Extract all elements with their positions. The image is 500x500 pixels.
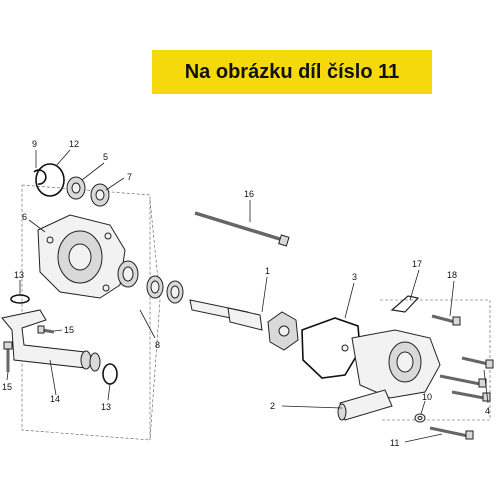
callout-9: 9: [32, 139, 37, 149]
part-11-bolt[interactable]: [429, 426, 474, 440]
part-12-oring[interactable]: [35, 163, 65, 197]
callout-6: 6: [22, 212, 27, 222]
title-banner: Na obrázku díl číslo 11: [152, 50, 432, 94]
part-8-seal-set[interactable]: [117, 260, 184, 304]
part-15-bolt-left[interactable]: [3, 341, 13, 372]
callout-15-right: 15: [64, 325, 74, 335]
part-13-oring-top[interactable]: [10, 294, 30, 304]
part-9-circlip[interactable]: [33, 169, 47, 185]
callout-13-bottom: 13: [101, 402, 111, 412]
callout-17: 17: [412, 259, 422, 269]
callout-18: 18: [447, 270, 457, 280]
part-18-bolt[interactable]: [431, 314, 461, 326]
group-outline-bearing: [149, 199, 161, 441]
callout-14: 14: [50, 394, 60, 404]
leader-lines: [6, 149, 489, 443]
callout-5: 5: [103, 152, 108, 162]
part-1-pump-shaft[interactable]: [189, 299, 263, 331]
part-2-pump-cover[interactable]: [337, 329, 441, 421]
callout-7: 7: [127, 172, 132, 182]
part-14-pipe[interactable]: [1, 309, 101, 372]
part-3-gasket[interactable]: [301, 317, 361, 379]
callout-1: 1: [265, 266, 270, 276]
part-6-pump-housing[interactable]: [37, 214, 126, 299]
part-7-bearing[interactable]: [90, 183, 110, 207]
callout-8: 8: [155, 340, 160, 350]
part-15-bolt-right[interactable]: [37, 325, 55, 334]
part-4-bolts[interactable]: [439, 356, 494, 402]
callout-13-top: 13: [14, 270, 24, 280]
part-5-bearing[interactable]: [66, 176, 86, 200]
callout-2: 2: [270, 401, 275, 411]
callout-3: 3: [352, 272, 357, 282]
part-16-long-bolt[interactable]: [194, 211, 290, 247]
callout-16: 16: [244, 189, 254, 199]
part-17-clip[interactable]: [390, 295, 420, 313]
callout-11: 11: [390, 438, 399, 448]
part-10-washer[interactable]: [414, 413, 426, 423]
callout-10: 10: [422, 392, 432, 402]
callout-12: 12: [69, 139, 79, 149]
impeller[interactable]: [267, 311, 299, 351]
part-13-oring-bottom[interactable]: [102, 363, 118, 385]
callout-15-left: 15: [2, 382, 12, 392]
callout-4: 4: [485, 406, 490, 416]
